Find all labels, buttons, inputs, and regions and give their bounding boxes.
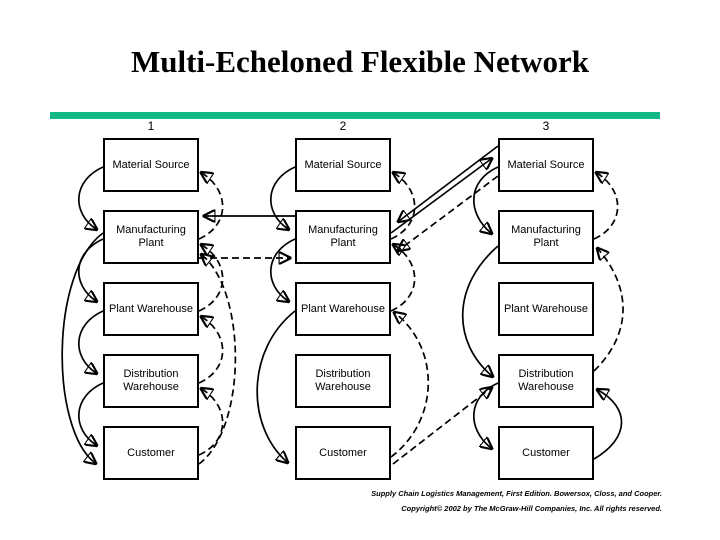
divider-bar [50, 112, 660, 119]
box-col2-distribution-warehouse: Distribution Warehouse [295, 354, 391, 408]
box-col1-distribution-warehouse: Distribution Warehouse [103, 354, 199, 408]
footer-citation: Supply Chain Logistics Management, First… [371, 486, 662, 516]
arrow-solid-c1-plant-to-warehouse [78, 238, 104, 301]
arrow-dashed-c1-warehouse-to-plant [199, 245, 224, 312]
arrow-solid-c3-distribution-to-customer [473, 382, 499, 448]
arrow-dashed-customer2-to-distribution3 [392, 388, 491, 465]
box-col3-customer: Customer [498, 426, 594, 480]
page-title: Multi-Echeloned Flexible Network [130, 44, 590, 79]
column-header-2: 2 [339, 119, 347, 133]
arrow-solid-plant2-to-materialsource3 [390, 159, 491, 234]
arrow-solid-c1-warehouse-to-distribution [78, 310, 104, 373]
box-col2-material-source: Material Source [295, 138, 391, 192]
arrow-dashed-c1-plant-to-materialsource [199, 173, 224, 240]
arrow-dashed-c3-plant-to-materialsource [594, 173, 619, 240]
footer-citation-line1: Supply Chain Logistics Management, First… [371, 489, 662, 498]
box-col3-distribution-warehouse: Distribution Warehouse [498, 354, 594, 408]
box-col1-customer: Customer [103, 426, 199, 480]
arrow-solid-materialsource3-to-plant2 [399, 145, 499, 221]
arrow-solid-c1-plant-to-customer-long [61, 232, 104, 463]
arrow-solid-c2-warehouse-to-customer-long [256, 310, 296, 462]
arrow-dashed-materialsource3-to-plant2 [399, 175, 499, 250]
column-header-3: 3 [542, 119, 550, 133]
arrow-dashed-c2-customer-to-warehouse-long [390, 313, 430, 458]
arrow-dashed-c1-distribution-to-warehouse [199, 317, 224, 384]
box-col2-manufacturing-plant: Manufacturing Plant [295, 210, 391, 264]
box-col3-plant-warehouse: Plant Warehouse [498, 282, 594, 336]
footer-copyright-line2: Copyright© 2002 by The McGraw-Hill Compa… [401, 504, 662, 513]
arrow-dashed-c2-warehouse-to-plant [391, 245, 416, 312]
box-col3-manufacturing-plant: Manufacturing Plant [498, 210, 594, 264]
box-col1-material-source: Material Source [103, 138, 199, 192]
column-header-1: 1 [147, 119, 155, 133]
box-col2-customer: Customer [295, 426, 391, 480]
box-col1-manufacturing-plant: Manufacturing Plant [103, 210, 199, 264]
arrow-solid-c3-materialsource-to-plant [473, 166, 499, 233]
arrow-dashed-c3-distribution-to-plant-long [593, 249, 624, 372]
arrow-solid-c1-materialsource-to-plant [78, 166, 104, 229]
arrow-solid-c3-customer-to-distribution [593, 390, 623, 460]
arrow-solid-c1-distribution-to-customer [78, 382, 104, 445]
arrow-solid-c2-materialsource-to-plant [270, 166, 296, 229]
arrow-dashed-c2-plant-to-materialsource [391, 173, 416, 240]
arrow-solid-c3-plant-to-distribution-long [461, 245, 499, 376]
arrow-solid-c2-plant-to-warehouse [270, 238, 296, 301]
box-col1-plant-warehouse: Plant Warehouse [103, 282, 199, 336]
arrow-dashed-c1-customer-to-distribution [199, 389, 224, 456]
box-col2-plant-warehouse: Plant Warehouse [295, 282, 391, 336]
box-col3-material-source: Material Source [498, 138, 594, 192]
arrow-dashed-c1-customer-to-plant-long [199, 255, 237, 465]
